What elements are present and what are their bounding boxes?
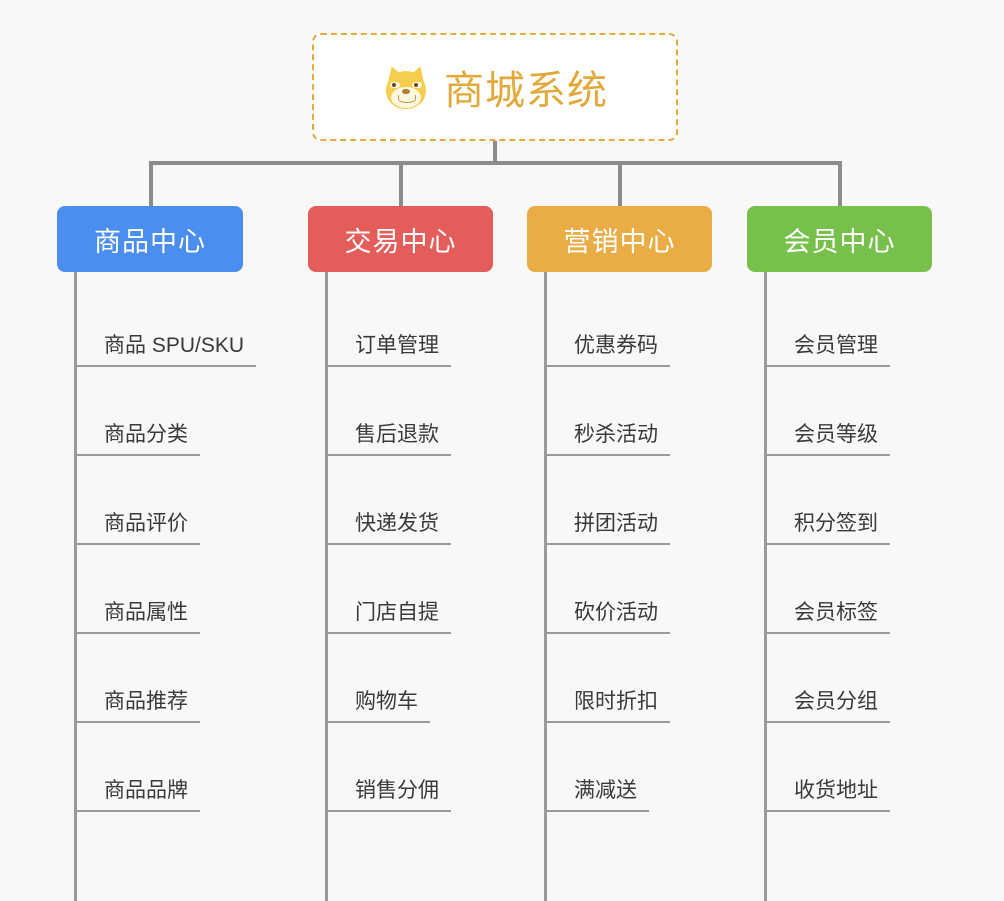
list-item[interactable]: 积分签到 <box>747 456 987 545</box>
item-label: 商品品牌 <box>74 779 200 812</box>
category-label-1: 商品中心 <box>94 226 206 257</box>
list-item[interactable]: 会员标签 <box>747 545 987 634</box>
item-label: 购物车 <box>325 690 430 723</box>
item-label: 商品推荐 <box>74 690 200 723</box>
list-item[interactable]: 砍价活动 <box>527 545 767 634</box>
org-chart-diagram: 商城系统 商品中心 商品 SPU/SKU 商品分类 商品评价 商品属性 商品推荐… <box>57 33 987 901</box>
connector-drop-1 <box>149 161 153 206</box>
item-label: 会员管理 <box>764 334 890 367</box>
connector-drop-3 <box>618 161 622 206</box>
category-header-2[interactable]: 交易中心 <box>308 206 493 272</box>
list-item[interactable]: 门店自提 <box>308 545 548 634</box>
item-label: 限时折扣 <box>544 690 670 723</box>
item-label: 积分签到 <box>764 512 890 545</box>
list-item[interactable]: 商品评价 <box>57 456 300 545</box>
connector-drop-2 <box>399 161 403 206</box>
list-item[interactable]: 商品品牌 <box>57 723 300 812</box>
item-label: 商品评价 <box>74 512 200 545</box>
list-item[interactable]: 收货地址 <box>747 723 987 812</box>
list-item[interactable]: 快递发货 <box>308 456 548 545</box>
category-label-2: 交易中心 <box>344 226 457 257</box>
list-item[interactable]: 会员分组 <box>747 634 987 723</box>
item-label: 秒杀活动 <box>544 423 670 456</box>
list-item[interactable]: 会员等级 <box>747 367 987 456</box>
item-label: 售后退款 <box>325 423 451 456</box>
connector-horizontal-bus <box>149 161 842 165</box>
item-label: 会员标签 <box>764 601 890 634</box>
item-list-4: 会员管理 会员等级 积分签到 会员标签 会员分组 收货地址 <box>747 272 987 901</box>
item-list-2: 订单管理 售后退款 快递发货 门店自提 购物车 销售分佣 <box>308 272 548 901</box>
list-item[interactable]: 商品 SPU/SKU <box>57 278 300 367</box>
connector-root-stem <box>493 141 497 163</box>
list-item[interactable]: 订单管理 <box>308 278 548 367</box>
list-item[interactable]: 会员管理 <box>747 278 987 367</box>
column-3: 营销中心 优惠券码 秒杀活动 拼团活动 砍价活动 限时折扣 满减送 <box>527 206 767 901</box>
trunk-line-4 <box>764 272 767 901</box>
trunk-line-2 <box>325 272 328 901</box>
connector-drop-4 <box>838 161 842 206</box>
list-item[interactable]: 销售分佣 <box>308 723 548 812</box>
item-label: 商品属性 <box>74 601 200 634</box>
category-label-3: 营销中心 <box>563 226 676 257</box>
root-title: 商城系统 <box>444 69 608 113</box>
item-list-1: 商品 SPU/SKU 商品分类 商品评价 商品属性 商品推荐 商品品牌 <box>57 272 300 901</box>
list-item[interactable]: 拼团活动 <box>527 456 767 545</box>
list-item[interactable]: 售后退款 <box>308 367 548 456</box>
list-item[interactable]: 商品属性 <box>57 545 300 634</box>
item-label: 拼团活动 <box>544 512 670 545</box>
item-label: 满减送 <box>544 779 649 812</box>
list-item[interactable]: 购物车 <box>308 634 548 723</box>
item-label: 销售分佣 <box>325 779 451 812</box>
column-2: 交易中心 订单管理 售后退款 快递发货 门店自提 购物车 销售分佣 <box>308 206 548 901</box>
dog-face-icon <box>382 63 430 111</box>
category-label-4: 会员中心 <box>783 226 896 257</box>
list-item[interactable]: 秒杀活动 <box>527 367 767 456</box>
list-item[interactable]: 商品推荐 <box>57 634 300 723</box>
trunk-line-1 <box>74 272 77 901</box>
item-label: 会员等级 <box>764 423 890 456</box>
item-label: 订单管理 <box>325 334 451 367</box>
trunk-line-3 <box>544 272 547 901</box>
list-item[interactable]: 限时折扣 <box>527 634 767 723</box>
item-label: 商品分类 <box>74 423 200 456</box>
item-label: 收货地址 <box>764 779 890 812</box>
category-header-4[interactable]: 会员中心 <box>747 206 932 272</box>
list-item[interactable]: 满减送 <box>527 723 767 812</box>
root-node[interactable]: 商城系统 <box>312 33 678 141</box>
item-label: 会员分组 <box>764 690 890 723</box>
category-header-1[interactable]: 商品中心 <box>57 206 243 272</box>
list-item[interactable]: 优惠券码 <box>527 278 767 367</box>
item-label: 优惠券码 <box>544 334 670 367</box>
list-item[interactable]: 商品分类 <box>57 367 300 456</box>
item-label: 门店自提 <box>325 601 451 634</box>
item-label: 商品 SPU/SKU <box>74 334 257 367</box>
item-label: 砍价活动 <box>544 601 670 634</box>
category-header-3[interactable]: 营销中心 <box>527 206 712 272</box>
column-1: 商品中心 商品 SPU/SKU 商品分类 商品评价 商品属性 商品推荐 商品品牌 <box>57 206 300 901</box>
item-list-3: 优惠券码 秒杀活动 拼团活动 砍价活动 限时折扣 满减送 <box>527 272 767 901</box>
column-4: 会员中心 会员管理 会员等级 积分签到 会员标签 会员分组 收货地址 <box>747 206 987 901</box>
item-label: 快递发货 <box>325 512 451 545</box>
